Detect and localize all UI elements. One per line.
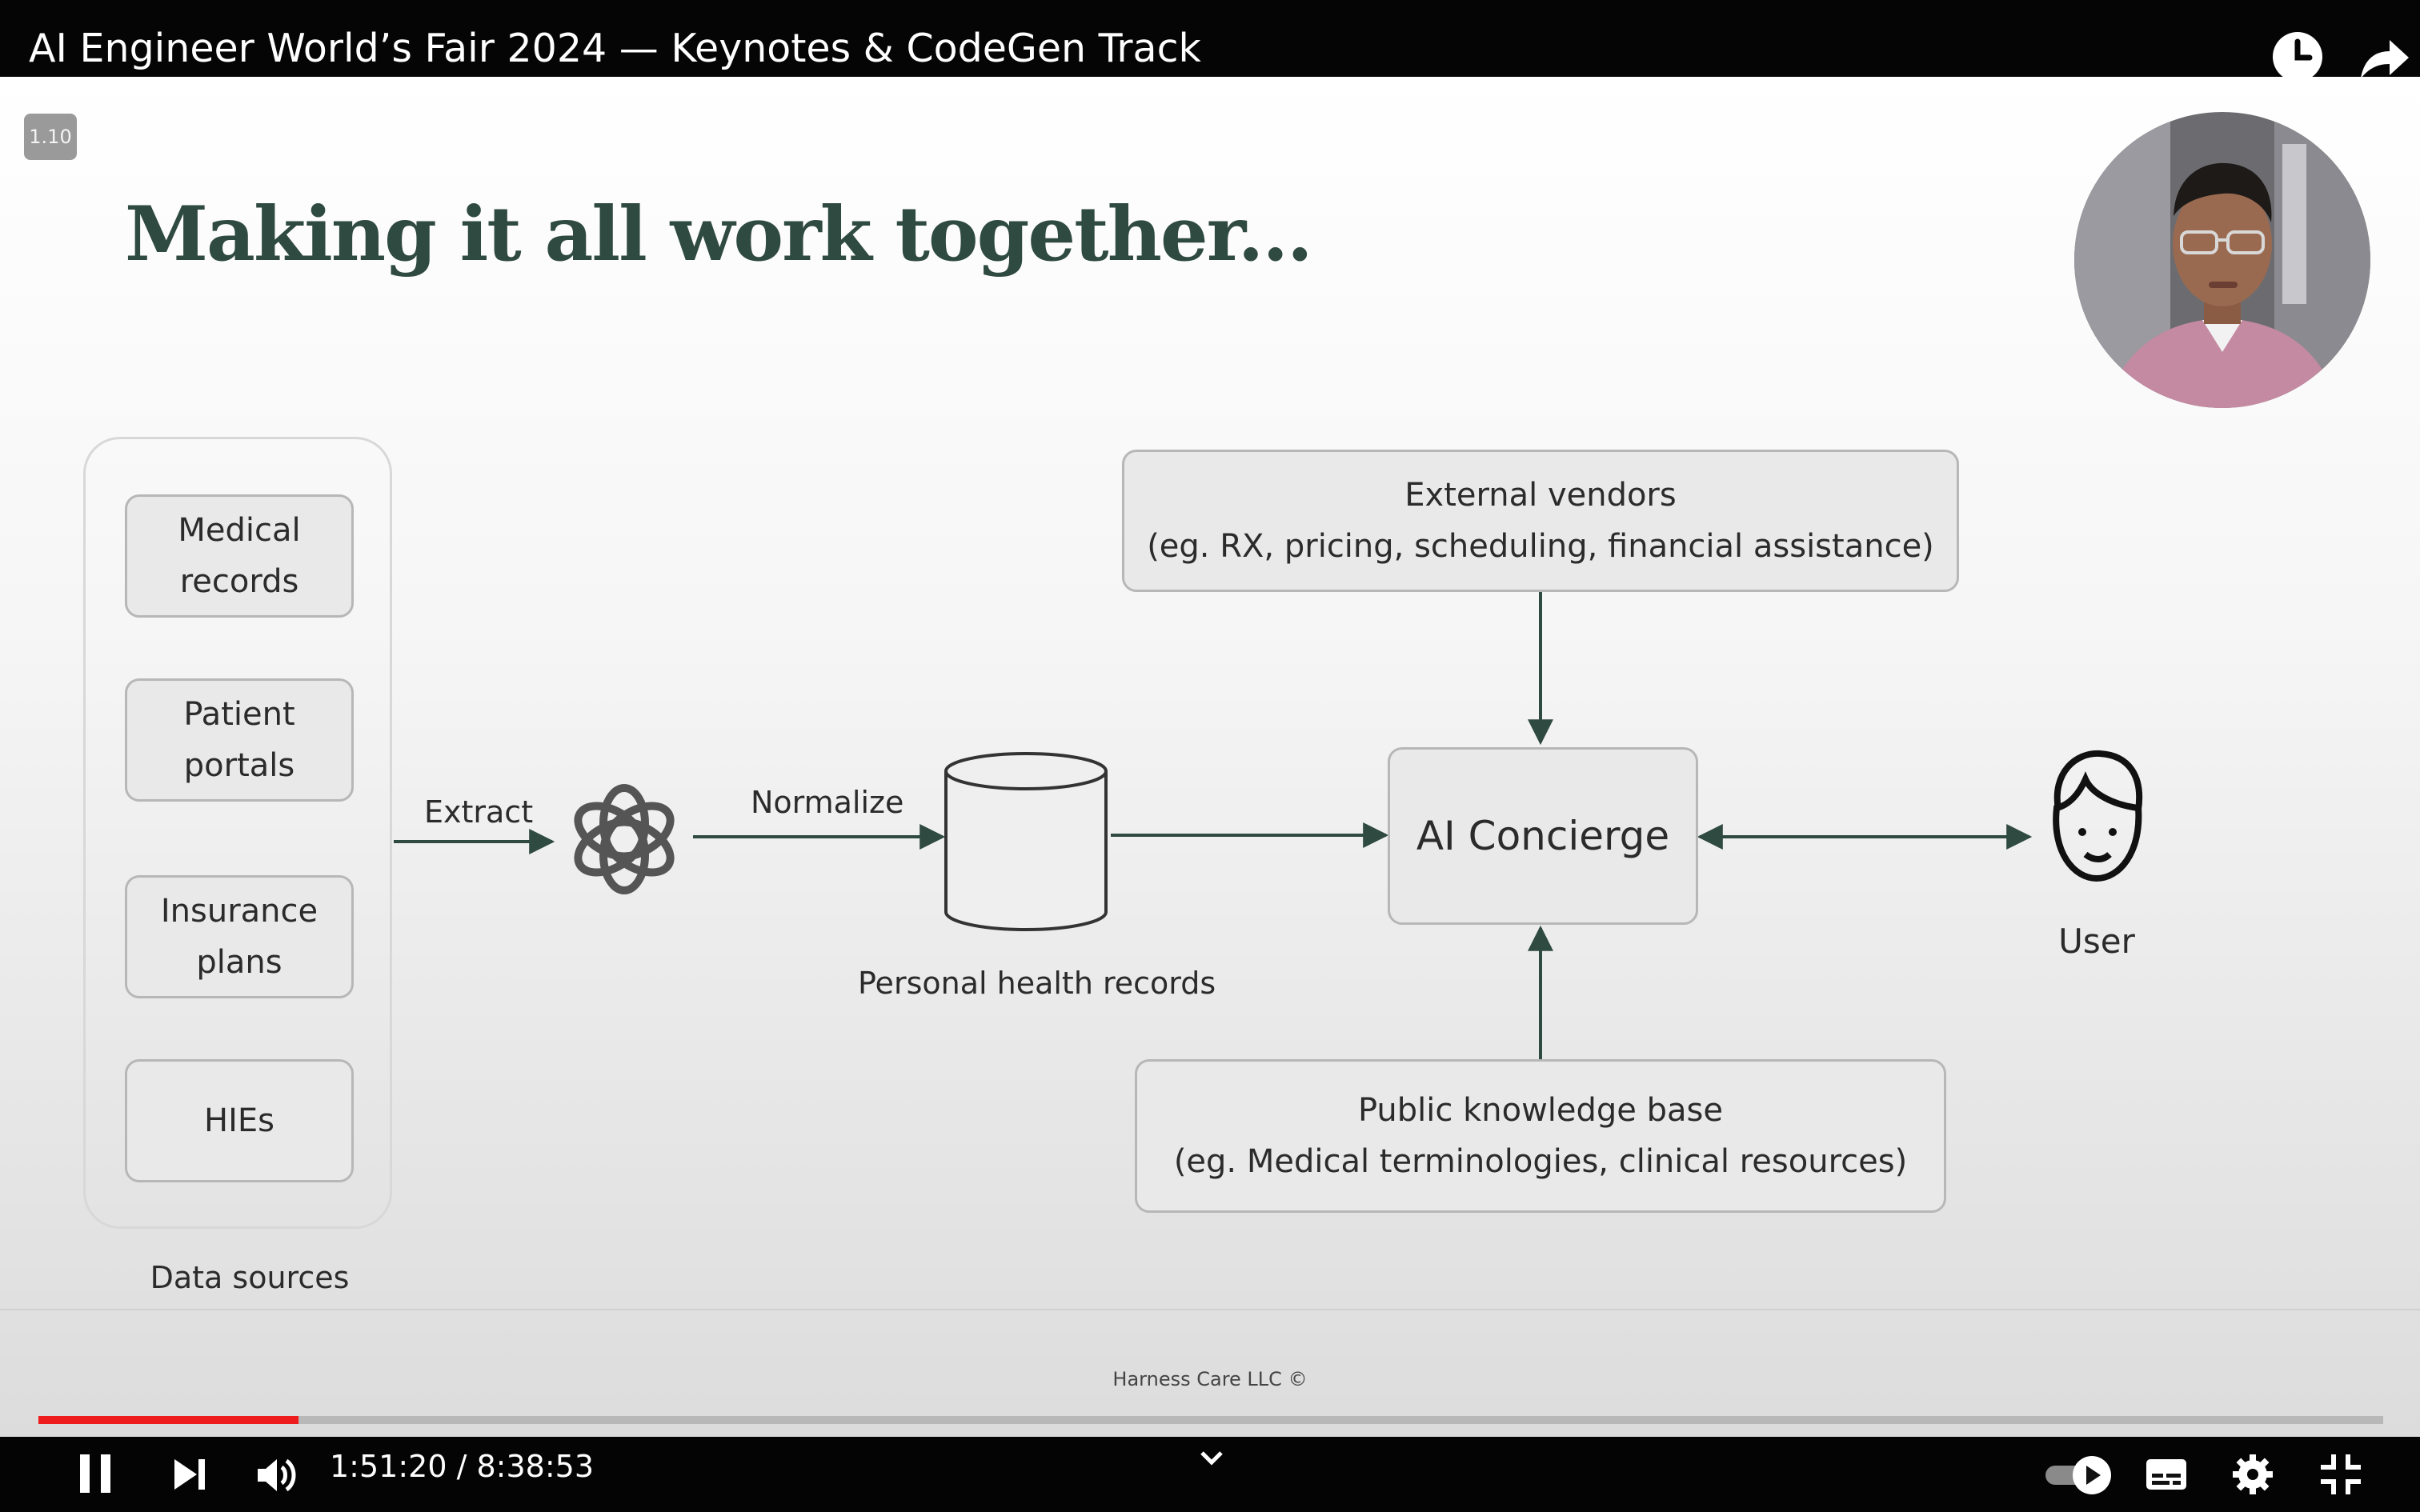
progress-played: [38, 1416, 299, 1424]
player-controls: 1:51:20 / 8:38:53: [0, 1437, 2420, 1512]
personal-health-records-label: Personal health records: [858, 966, 1216, 1001]
time-separator: /: [456, 1449, 467, 1484]
data-sources-group: [83, 437, 392, 1229]
progress-bar[interactable]: [38, 1416, 2383, 1424]
current-time: 1:51:20: [330, 1449, 447, 1484]
pause-icon[interactable]: [74, 1451, 118, 1499]
exit-fullscreen-icon[interactable]: [2319, 1453, 2362, 1499]
share-icon[interactable]: [2356, 29, 2412, 85]
external-vendors-box: External vendors(eg. RX, pricing, schedu…: [1122, 450, 1959, 592]
volume-icon[interactable]: [254, 1453, 299, 1501]
normalize-label: Normalize: [751, 785, 904, 820]
slide-title: Making it all work together...: [125, 190, 1313, 278]
speed-badge: 1.10: [24, 114, 77, 160]
database-icon: [944, 752, 1108, 931]
captions-icon[interactable]: [2145, 1456, 2188, 1496]
autoplay-toggle-icon[interactable]: [2042, 1453, 2116, 1501]
next-icon[interactable]: [170, 1454, 210, 1498]
data-sources-label: Data sources: [150, 1260, 350, 1295]
public-knowledge-base-box: Public knowledge base(eg. Medical termin…: [1135, 1059, 1946, 1213]
slide-divider: [0, 1309, 2420, 1310]
settings-gear-icon[interactable]: [2231, 1453, 2274, 1499]
ai-concierge-box: AI Concierge: [1388, 747, 1698, 925]
video-frame[interactable]: 1.10 Making it all work together...: [0, 77, 2420, 1437]
extract-label: Extract: [424, 794, 534, 830]
user-label: User: [2058, 922, 2135, 961]
video-title[interactable]: AI Engineer World’s Fair 2024 — Keynotes…: [29, 26, 1201, 71]
slide-footer: Harness Care LLC ©: [1112, 1368, 1308, 1390]
data-source-hies: HIEs: [125, 1059, 354, 1182]
video-title-bar: AI Engineer World’s Fair 2024 — Keynotes…: [0, 0, 2420, 82]
duration: 8:38:53: [476, 1449, 595, 1484]
speaker-webcam: [2074, 112, 2370, 408]
user-face-icon: [2053, 750, 2143, 882]
diagram-connectors: [394, 592, 2143, 1059]
clock-icon[interactable]: [2270, 29, 2326, 85]
chevron-down-icon[interactable]: [1197, 1446, 1226, 1474]
openai-logo-icon: [574, 784, 675, 894]
time-display: 1:51:20 / 8:38:53: [330, 1451, 594, 1482]
